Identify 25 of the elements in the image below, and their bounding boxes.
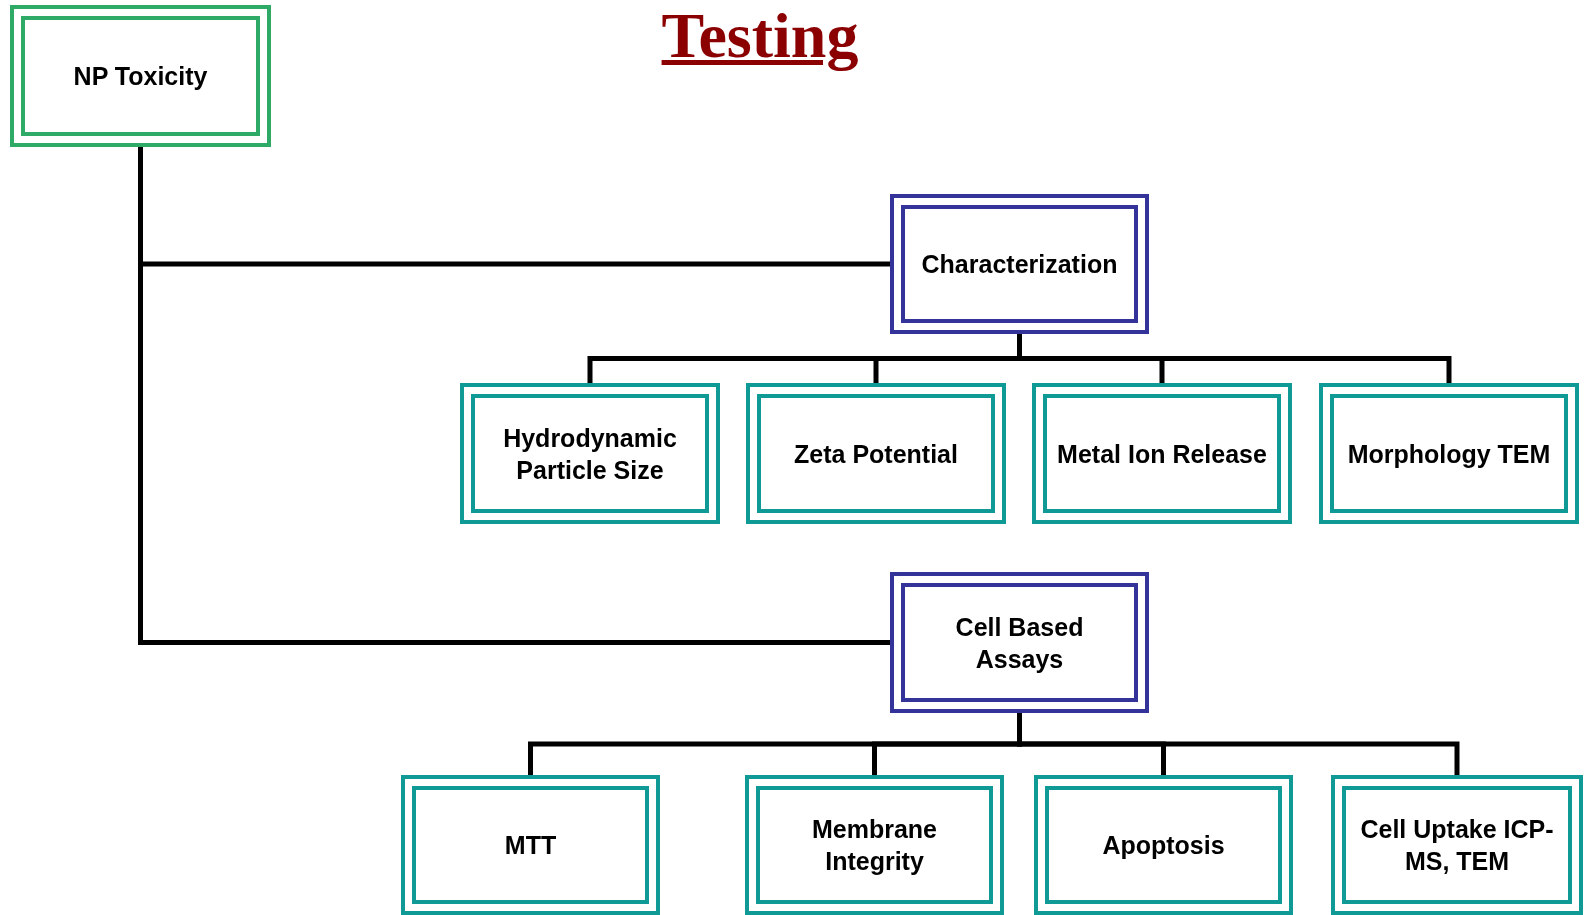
double-border-box: [10, 5, 271, 147]
double-border-box: [1034, 775, 1293, 915]
box-label: MTT: [503, 830, 558, 861]
box-label: Metal Ion Release: [1056, 438, 1268, 470]
double-border-box: [1319, 383, 1579, 524]
double-border-box: [460, 383, 720, 524]
double-border-box: [890, 572, 1149, 713]
box-label: NP Toxicity: [72, 61, 209, 92]
double-border-box: [890, 194, 1149, 334]
double-border-box: [746, 383, 1006, 524]
title: Testing: [660, 0, 860, 72]
double-border-box: [401, 775, 660, 915]
box-label: Morphology TEM: [1346, 438, 1552, 470]
box-label: Characterization: [920, 249, 1119, 280]
box-label: Cell Uptake ICP-MS, TEM: [1359, 814, 1555, 877]
box-label: Membrane Integrity: [810, 814, 938, 877]
box-label: Cell Based Assays: [954, 611, 1085, 675]
box-label: Zeta Potential: [793, 438, 959, 470]
double-border-box: [1331, 775, 1583, 915]
double-border-box: [745, 775, 1004, 915]
connector-line: [1017, 334, 1452, 383]
double-border-box: [1032, 383, 1292, 524]
connector-line: [1017, 713, 1460, 775]
box-label: Apoptosis: [1101, 830, 1226, 861]
box-label: Hydrodynamic Particle Size: [502, 422, 678, 486]
